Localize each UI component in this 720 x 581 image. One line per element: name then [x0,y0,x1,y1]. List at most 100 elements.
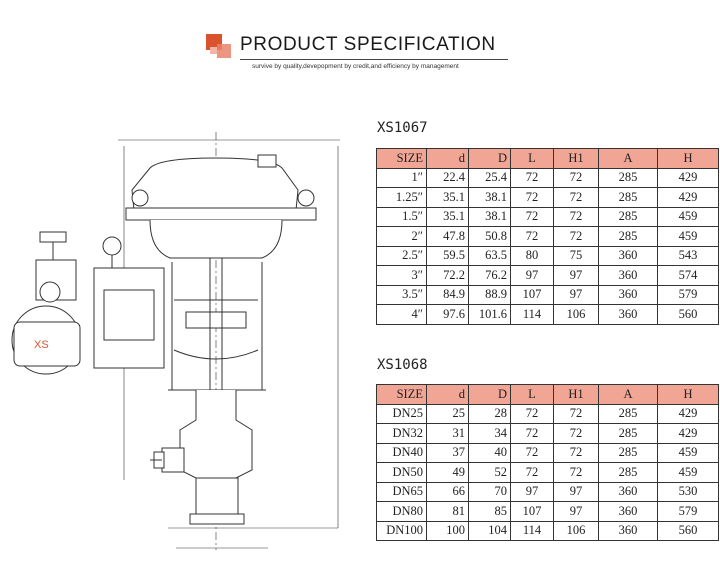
table-cell: 285 [598,206,658,227]
table-cell: 285 [598,462,658,483]
brand-logo-icon [206,34,232,60]
actuator-logo-text: XS [34,339,49,351]
column-header: d [426,384,469,405]
table-cell: 38.1 [468,206,511,227]
table-cell: 2″ [376,226,427,247]
column-header: SIZE [376,384,427,405]
table-cell: 1″ [376,167,427,188]
column-header: H [657,148,719,169]
column-header: A [598,384,658,405]
table-cell: 104 [468,520,511,541]
table-cell: 81 [426,501,469,522]
table-cell: 72 [553,442,599,463]
table-cell: 72 [510,167,554,188]
table-cell: 285 [598,187,658,208]
model-title-xs1068: XS1068 [377,357,428,373]
table-cell: 429 [657,187,719,208]
table-cell: 285 [598,226,658,247]
table-cell: 285 [598,167,658,188]
table-cell: 72 [553,423,599,444]
table-cell: 106 [553,304,599,325]
column-header: H1 [553,148,599,169]
table-cell: 80 [510,245,554,266]
table-cell: 88.9 [468,284,511,305]
column-header: D [468,384,511,405]
table-cell: 72 [553,206,599,227]
page-title: PRODUCT SPECIFICATION [240,34,496,55]
table-cell: 66 [426,481,469,502]
table-cell: 72 [553,187,599,208]
table-cell: 40 [468,442,511,463]
table-cell: 100 [426,520,469,541]
table-cell: 360 [598,501,658,522]
table-cell: 72 [510,403,554,424]
column-header: H [657,384,719,405]
column-header: d [426,148,469,169]
table-cell: DN25 [376,403,427,424]
table-cell: 429 [657,403,719,424]
table-cell: 1.25″ [376,187,427,208]
table-cell: 360 [598,284,658,305]
table-cell: 72 [510,187,554,208]
table-cell: 97.6 [426,304,469,325]
table-cell: 52 [468,462,511,483]
table-cell: 38.1 [468,187,511,208]
table-cell: 97 [553,501,599,522]
table-cell: 75 [553,245,599,266]
table-cell: 63.5 [468,245,511,266]
table-cell: 59.5 [426,245,469,266]
table-cell: 285 [598,442,658,463]
table-cell: 97 [510,265,554,286]
table-cell: 360 [598,520,658,541]
table-cell: 35.1 [426,187,469,208]
table-cell: 360 [598,304,658,325]
table-cell: 429 [657,423,719,444]
column-header: A [598,148,658,169]
table-cell: 574 [657,265,719,286]
table-cell: 107 [510,284,554,305]
table-cell: 530 [657,481,719,502]
column-header: L [510,384,554,405]
table-cell: 28 [468,403,511,424]
table-cell: 72 [510,423,554,444]
model-title-xs1067: XS1067 [377,120,428,136]
table-cell: 49 [426,462,469,483]
table-cell: 360 [598,481,658,502]
table-cell: 360 [598,245,658,266]
table-cell: 72 [553,226,599,247]
column-header: H1 [553,384,599,405]
table-cell: 97 [553,481,599,502]
table-cell: 70 [468,481,511,502]
table-cell: 2.5″ [376,245,427,266]
table-cell: 106 [553,520,599,541]
table-cell: 429 [657,167,719,188]
table-cell: 72 [510,226,554,247]
table-cell: 97 [553,284,599,305]
table-cell: 85 [468,501,511,522]
table-cell: 459 [657,206,719,227]
table-cell: 579 [657,284,719,305]
table-cell: 459 [657,442,719,463]
table-cell: 459 [657,462,719,483]
column-header: SIZE [376,148,427,169]
table-cell: 37 [426,442,469,463]
table-cell: 72 [553,167,599,188]
table-cell: 1.5″ [376,206,427,227]
table-cell: 3.5″ [376,284,427,305]
page-header: PRODUCT SPECIFICATION survive by quality… [206,30,508,76]
